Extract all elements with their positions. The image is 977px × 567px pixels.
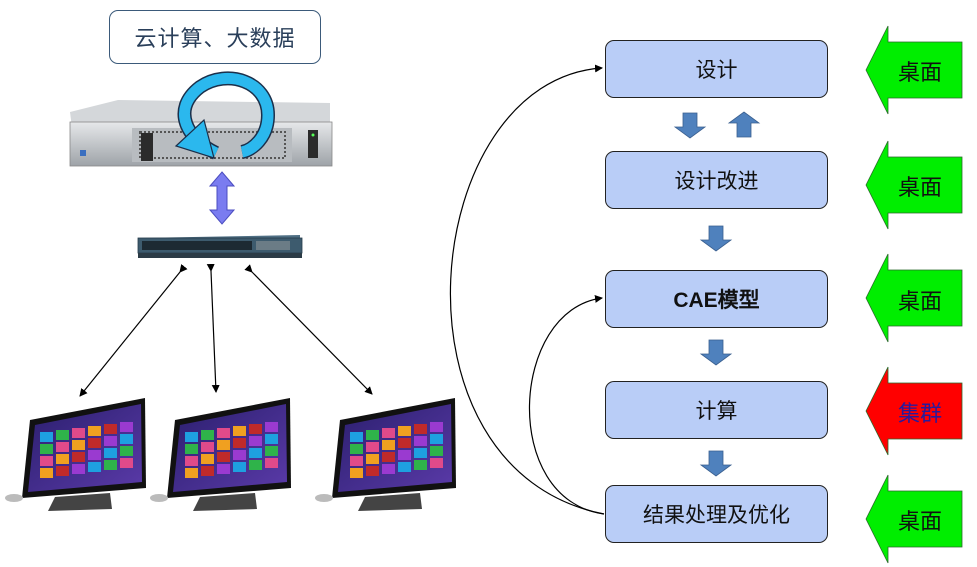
link-pc-2 [206,263,220,393]
desktop-arrow-icon [865,253,963,343]
all-in-one-pc-icon [315,398,456,511]
step-label: 设计改进 [674,169,759,193]
step-label: 结果处理及优化 [643,503,790,527]
switch-pc-links [79,263,373,397]
step-cae-model: CAE模型 [605,270,828,328]
feedback-arrow-to-design [449,64,605,515]
down-arrow-icon [699,225,733,252]
down-arrow-icon [673,112,707,139]
all-in-one-pc-icon [150,398,291,511]
step-label: CAE模型 [673,289,760,312]
desktop-arrow-icon [865,25,963,115]
step-postprocess: 结果处理及优化 [605,485,828,543]
down-arrow-icon [699,450,733,477]
all-in-one-pc-icon [5,398,146,511]
step-design-improve: 设计改进 [605,151,828,209]
step-design: 设计 [605,40,828,98]
resource-label-desktop: 桌面 [897,176,942,201]
step-label: 设计 [695,58,738,82]
link-pc-1 [79,264,188,397]
cluster-arrow-icon [865,366,963,456]
resource-label-desktop: 桌面 [897,290,942,315]
server-switch-link-icon [208,171,236,225]
desktop-arrow-icon [865,140,963,230]
up-arrow-icon [727,111,761,138]
down-arrow-icon [699,339,733,366]
step-label: 计算 [695,399,738,423]
resource-label-desktop: 桌面 [897,510,942,535]
cycle-arrow-icon [174,71,276,160]
network-switch-icon [137,235,303,258]
step-compute: 计算 [605,381,828,439]
link-pc-3 [244,264,373,395]
desktop-arrow-icon [865,474,963,564]
resource-label-cluster: 集群 [897,402,942,427]
cloud-bigdata-label: 云计算、大数据 [109,10,321,64]
feedback-arrow-to-cae [528,294,605,515]
resource-label-desktop: 桌面 [897,61,942,86]
